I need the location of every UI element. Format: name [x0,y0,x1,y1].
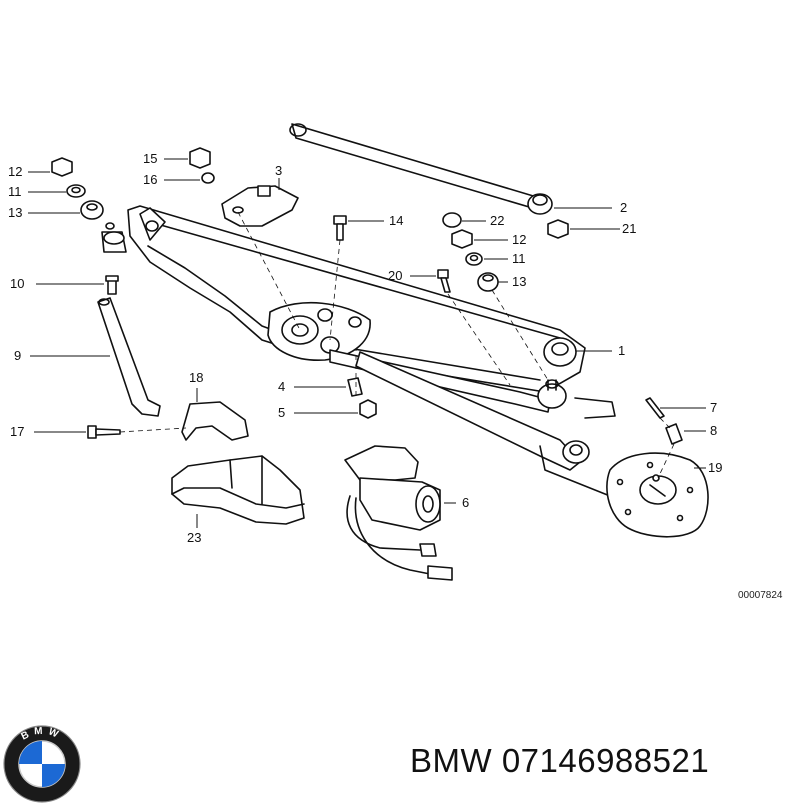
callout-11-right: 11 [512,251,526,266]
callout-10: 10 [10,276,25,291]
screw-14 [333,215,347,241]
callout-5: 5 [278,405,286,420]
bracket-18 [181,401,249,441]
screw-20 [437,269,451,293]
pin-7 [645,397,665,419]
washer-11-left [66,184,86,198]
grommet-13-left [80,200,104,220]
callout-19: 19 [708,460,723,475]
screw-10 [105,275,119,295]
wiper-frame-1 [127,205,616,419]
bmw-logo: BMW [3,725,81,803]
cap-22 [442,212,462,228]
callout-1: 1 [618,343,626,358]
callout-3: 3 [275,163,283,178]
callout-12-right: 12 [512,232,527,247]
callout-13-left: 13 [8,205,23,220]
link-rod-2 [289,123,553,215]
callout-18: 18 [189,370,204,385]
callout-9: 9 [14,348,22,363]
callout-2: 2 [620,200,628,215]
nut-5 [359,399,377,419]
cover-23 [171,455,305,525]
callout-4: 4 [278,379,286,394]
callout-7: 7 [710,400,718,415]
nut-12-right [451,229,473,249]
pivot-bearing-left [101,222,127,253]
bushing-4 [347,377,363,397]
bushing-8 [665,423,683,445]
callout-21: 21 [622,221,637,236]
nut-21 [547,219,569,239]
bracket-9 [97,297,161,417]
callout-14: 14 [389,213,404,228]
callout-16: 16 [143,172,158,187]
callout-8: 8 [710,423,718,438]
assembly-dashes [119,211,675,479]
washer-16 [201,172,215,184]
callout-11-left: 11 [8,184,22,199]
leader-lines [28,158,706,528]
bracket-3 [221,185,299,227]
callout-20: 20 [388,268,403,283]
nut-12-left [51,157,73,177]
callout-22: 22 [490,213,505,228]
callout-17: 17 [10,424,25,439]
right-gear-plate-19 [606,452,709,538]
part-number-caption: BMW 07146988521 [410,742,710,779]
wiper-motor-6 [344,445,453,581]
callout-15: 15 [143,151,158,166]
grommet-13-right [477,272,499,292]
callout-23: 23 [187,530,202,545]
nut-15 [189,147,211,169]
figure-reference-number: 00007824 [738,590,783,601]
callout-12-left: 12 [8,164,23,179]
callout-6: 6 [462,495,470,510]
callout-13-right: 13 [512,274,527,289]
washer-11-right [465,252,483,266]
screw-17 [87,425,121,439]
